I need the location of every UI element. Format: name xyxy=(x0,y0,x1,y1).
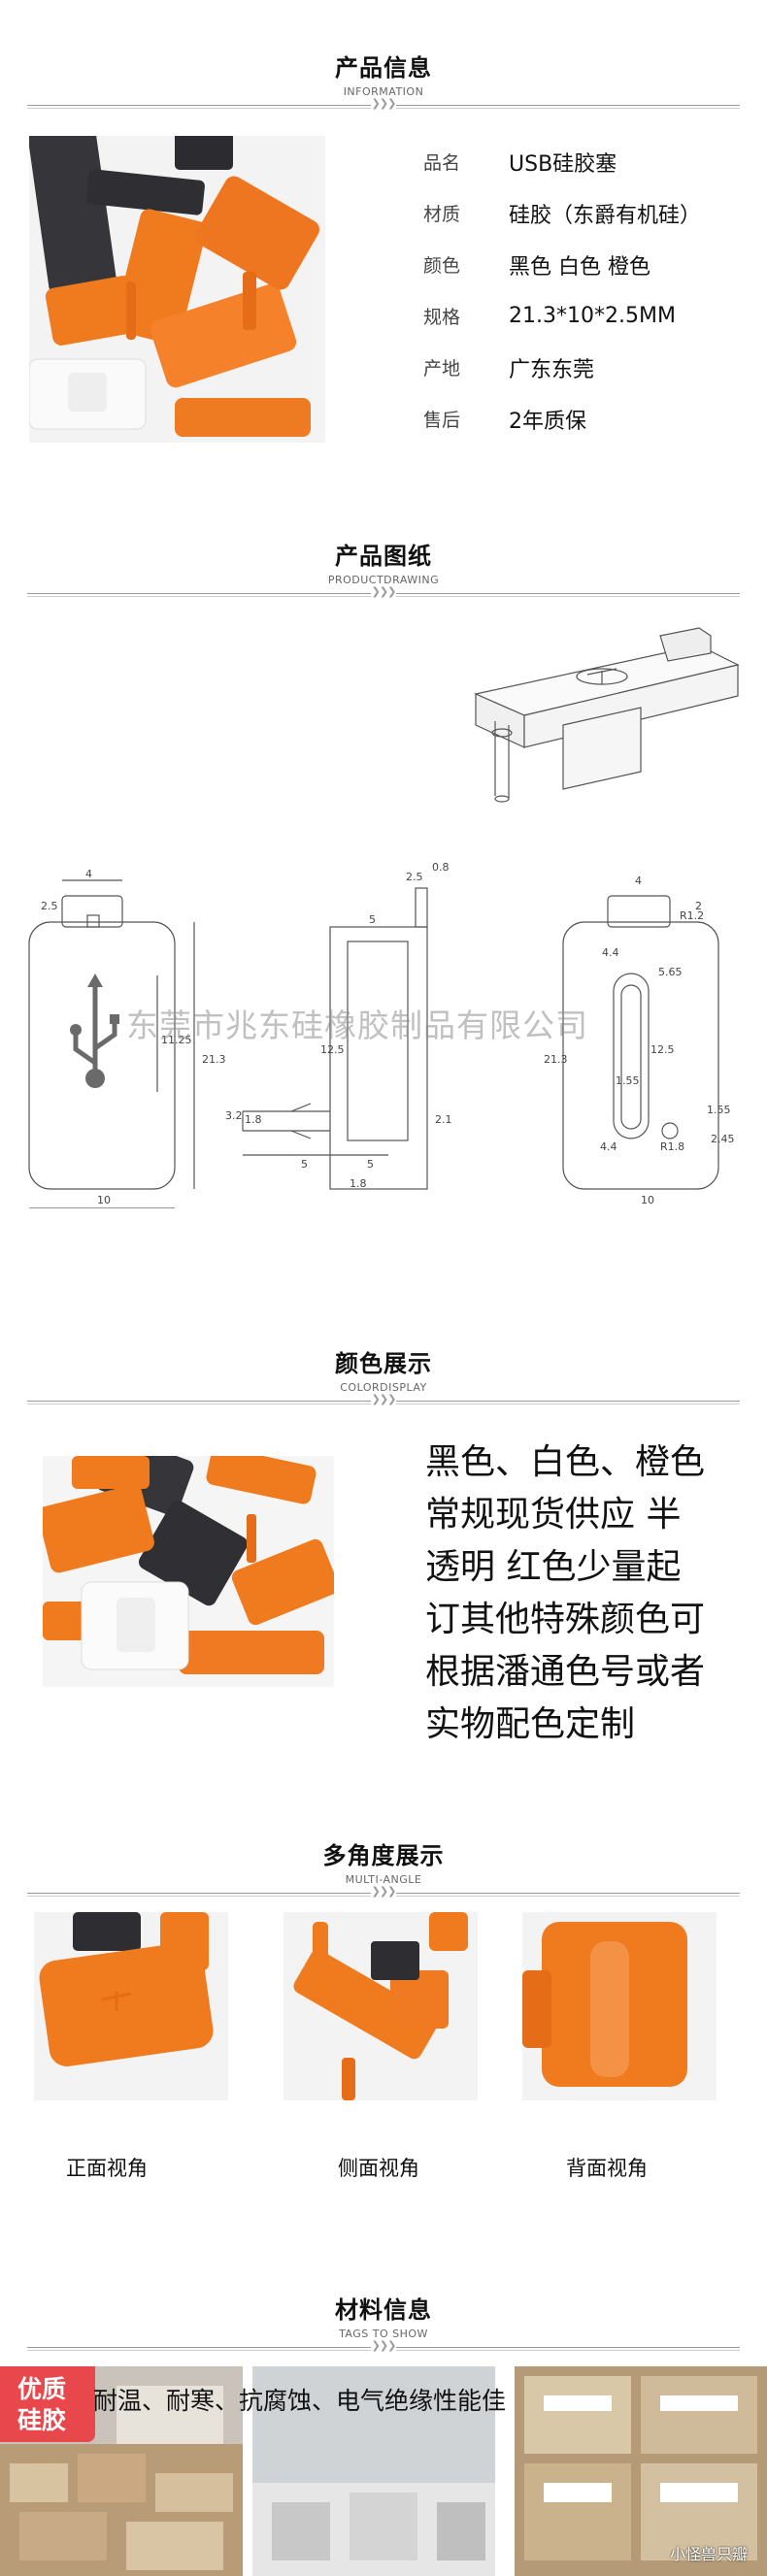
info-key: 售后 xyxy=(423,410,461,431)
angle-label: 正面视角 xyxy=(66,2157,148,2180)
color-section-subtitle: COLORDISPLAY xyxy=(340,1381,427,1394)
dim-label: R1.2 xyxy=(680,909,704,922)
info-section-title: 产品信息 xyxy=(335,54,432,82)
color-section-header: 颜色展示 COLORDISPLAY ❯❯❯ xyxy=(0,1344,767,1405)
color-text-line: 订其他特殊颜色可 xyxy=(425,1600,706,1639)
drawing-section-subtitle: PRODUCTDRAWING xyxy=(327,574,440,586)
dim-label: 2.1 xyxy=(435,1113,452,1126)
dim-label: 12.5 xyxy=(320,1043,345,1056)
dim-label: 2.5 xyxy=(41,900,58,912)
info-key: 材质 xyxy=(423,204,461,225)
chevron-icon: ❯❯❯ xyxy=(371,585,396,598)
product-photo xyxy=(29,136,325,443)
dim-label: 1.55 xyxy=(616,1074,640,1087)
material-section-title: 材料信息 xyxy=(335,2296,432,2324)
dim-label: 3.2 xyxy=(225,1109,243,1122)
dim-label: 1.8 xyxy=(350,1177,367,1190)
company-watermark: 东莞市兆东硅橡胶制品有限公司 xyxy=(126,1007,588,1044)
quality-badge: 优质 硅胶 xyxy=(0,2366,95,2442)
back-view-photo xyxy=(522,1912,717,2100)
info-section-header: 产品信息 INFORMATION ❯❯❯ xyxy=(0,49,767,110)
material-caption: 耐温、耐寒、抗腐蚀、电气绝缘性能佳 xyxy=(93,2387,507,2415)
info-row: 规格 21.3*10*2.5MM xyxy=(423,290,744,342)
dim-label: 2.5 xyxy=(406,871,423,883)
info-row: 颜色 黑色 白色 橙色 xyxy=(423,239,744,290)
side-view-photo xyxy=(283,1912,478,2100)
chevron-icon: ❯❯❯ xyxy=(371,1393,396,1405)
dim-label: 5 xyxy=(369,913,376,926)
front-view-photo xyxy=(34,1912,228,2100)
color-photo xyxy=(43,1456,334,1687)
angle-section-title: 多角度展示 xyxy=(322,1842,445,1869)
technical-drawing: 4 2.5 21.3 11.25 10 0.8 2.5 5 12.5 3.2 1… xyxy=(19,607,748,1209)
back-view xyxy=(562,895,719,1190)
chevron-icon: ❯❯❯ xyxy=(371,2339,396,2352)
info-value: 硅胶（东爵有机硅） xyxy=(509,203,702,228)
dim-label: 5 xyxy=(301,1158,308,1171)
info-key: 颜色 xyxy=(423,255,461,277)
info-row: 品名 USB硅胶塞 xyxy=(423,136,744,187)
material-section-subtitle: TAGS TO SHOW xyxy=(339,2328,428,2340)
side-view xyxy=(242,887,428,1190)
dim-label: 21.3 xyxy=(202,1053,226,1066)
badge-line: 硅胶 xyxy=(17,2406,67,2434)
info-key: 产地 xyxy=(423,358,461,380)
dim-label: 21.3 xyxy=(544,1053,568,1066)
color-description: 黑色、白色、橙色 常规现货供应 半 透明 红色少量起 订其他特殊颜色可 根据潘通… xyxy=(425,1437,746,1751)
dim-label: 4 xyxy=(635,875,642,887)
info-key: 规格 xyxy=(423,307,461,328)
dim-label: 5.65 xyxy=(658,966,683,978)
badge-line: 优质 xyxy=(17,2375,67,2403)
dim-label: 12.5 xyxy=(650,1043,675,1056)
angle-label: 侧面视角 xyxy=(338,2157,419,2180)
color-text-line: 透明 红色少量起 xyxy=(425,1547,682,1587)
dim-label: 4 xyxy=(85,868,92,880)
dim-label: 4.4 xyxy=(602,946,619,959)
angle-label: 背面视角 xyxy=(566,2157,648,2180)
color-text-line: 实物配色定制 xyxy=(425,1704,636,1744)
dim-label: 11.25 xyxy=(161,1034,192,1046)
drawing-section-header: 产品图纸 PRODUCTDRAWING ❯❯❯ xyxy=(0,537,767,598)
dim-label: R1.8 xyxy=(660,1140,684,1153)
angle-section-header: 多角度展示 MULTI-ANGLE ❯❯❯ xyxy=(0,1836,767,1898)
packaging-photo xyxy=(252,2366,495,2576)
dim-label: 1.55 xyxy=(707,1104,731,1116)
front-view xyxy=(28,879,195,1209)
warehouse-photo xyxy=(0,2366,243,2576)
info-section-subtitle: INFORMATION xyxy=(343,85,424,98)
info-value: USB硅胶塞 xyxy=(509,151,617,177)
chevron-icon: ❯❯❯ xyxy=(371,1885,396,1898)
info-value: 广东东莞 xyxy=(509,357,595,382)
dim-label: 10 xyxy=(97,1194,111,1206)
info-row: 售后 2年质保 xyxy=(423,393,744,445)
dim-label: 10 xyxy=(641,1194,654,1206)
material-section-header: 材料信息 TAGS TO SHOW ❯❯❯ xyxy=(0,2291,767,2352)
color-text-line: 常规现货供应 半 xyxy=(425,1495,682,1535)
info-row: 材质 硅胶（东爵有机硅） xyxy=(423,187,744,239)
angle-section-subtitle: MULTI-ANGLE xyxy=(345,1873,422,1886)
color-section-title: 颜色展示 xyxy=(335,1350,432,1377)
info-value: 21.3*10*2.5MM xyxy=(509,304,676,328)
info-value: 黑色 白色 橙色 xyxy=(509,254,650,280)
dim-label: 4.4 xyxy=(600,1140,617,1153)
dim-label: 1.8 xyxy=(245,1113,262,1126)
boxes-photo xyxy=(515,2366,767,2576)
corner-watermark: 小怪兽只瓣 xyxy=(669,2545,748,2563)
dim-label: 5 xyxy=(367,1158,374,1171)
info-value: 2年质保 xyxy=(509,409,586,434)
color-text-line: 黑色、白色、橙色 xyxy=(425,1442,706,1482)
color-text-line: 根据潘通色号或者 xyxy=(425,1652,706,1692)
isometric-view xyxy=(474,627,740,803)
info-table: 品名 USB硅胶塞 材质 硅胶（东爵有机硅） 颜色 黑色 白色 橙色 规格 21.3*1… xyxy=(423,136,744,445)
dim-label: 2.45 xyxy=(711,1133,735,1145)
dim-label: 0.8 xyxy=(432,861,450,874)
info-row: 产地 广东东莞 xyxy=(423,342,744,393)
dim-label: 2 xyxy=(695,900,702,912)
drawing-section-title: 产品图纸 xyxy=(335,543,432,570)
info-key: 品名 xyxy=(423,152,461,174)
chevron-icon: ❯❯❯ xyxy=(371,97,396,110)
